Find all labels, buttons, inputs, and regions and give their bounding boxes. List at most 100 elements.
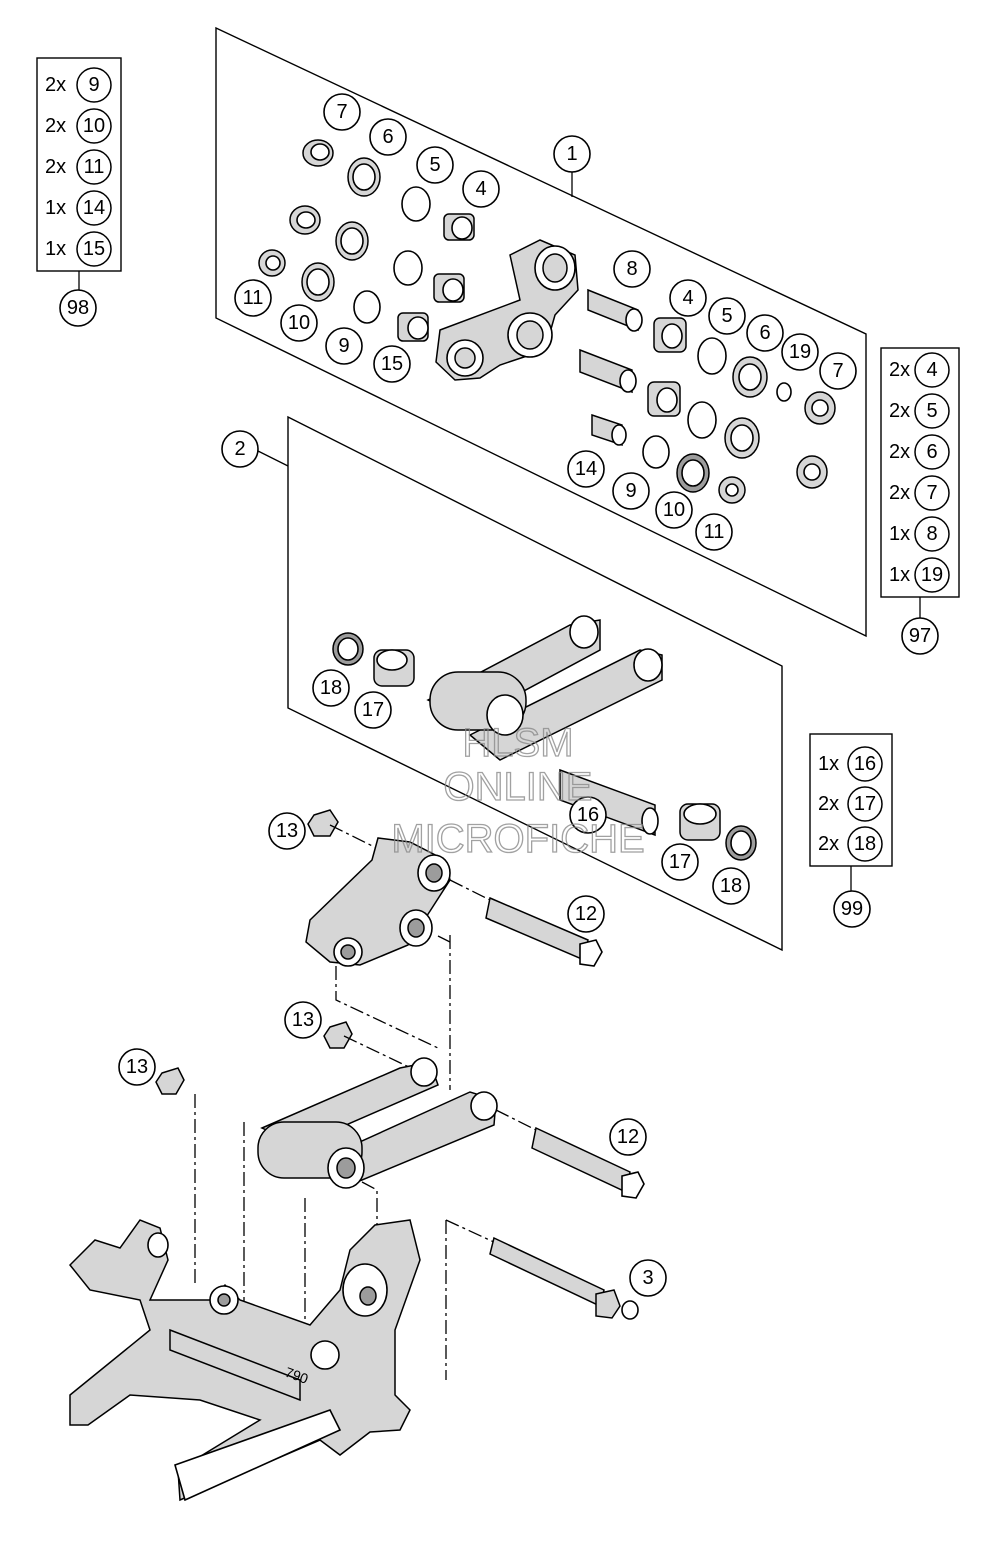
callout-label: 2	[234, 438, 245, 460]
callout-p19: 19	[781, 333, 819, 371]
callout-p12a: 12	[567, 895, 605, 933]
kit-part-number: 14	[83, 197, 105, 219]
callout-label: 3	[642, 1267, 653, 1289]
callout-p17b: 17	[661, 843, 699, 881]
callout-p14: 14	[567, 450, 605, 488]
callout-p13b: 13	[284, 1001, 322, 1039]
callout-label: 17	[362, 699, 384, 721]
callout-label: 19	[789, 341, 811, 363]
callout-p9a: 9	[325, 327, 363, 365]
panel-2-outline	[287, 415, 783, 952]
callout-label: 12	[575, 903, 597, 925]
callout-label: 17	[669, 851, 691, 873]
callout-panel2: 2	[221, 430, 259, 468]
callout-label: 13	[292, 1009, 314, 1031]
kit-part-number: 10	[83, 115, 105, 137]
kit-qty: 1x	[889, 564, 910, 586]
callout-label: 4	[475, 178, 486, 200]
callout-label: 5	[429, 154, 440, 176]
kit-row: 2x 18	[818, 826, 883, 862]
callout-p5b: 5	[708, 297, 746, 335]
callout-label: 4	[682, 287, 693, 309]
kit-part-number: 9	[88, 74, 99, 96]
kit-id: 99	[841, 898, 863, 920]
kit-label-98: 98	[59, 289, 97, 327]
kit-label-99: 99	[833, 890, 871, 928]
callout-label: 7	[336, 101, 347, 123]
kit-qty: 2x	[818, 793, 839, 815]
callout-label: 18	[320, 677, 342, 699]
callout-p5a: 5	[416, 146, 454, 184]
callout-p7a: 7	[323, 93, 361, 131]
callout-label: 14	[575, 458, 597, 480]
kit-qty: 1x	[889, 523, 910, 545]
kit-part-number: 5	[926, 400, 937, 422]
watermark-line-2: ONLINE	[444, 765, 593, 809]
callout-label: 10	[663, 499, 685, 521]
kit-part-number: 7	[926, 482, 937, 504]
callout-p6b: 6	[746, 314, 784, 352]
kit-qty: 2x	[45, 156, 66, 178]
kit-id: 98	[67, 297, 89, 319]
callout-p7b: 7	[819, 352, 857, 390]
callout-p10b: 10	[655, 491, 693, 529]
callout-p4b: 4	[669, 279, 707, 317]
callout-label: 13	[276, 820, 298, 842]
callout-p15: 15	[373, 345, 411, 383]
kit-part-number: 17	[854, 793, 876, 815]
callout-label: 11	[704, 521, 725, 543]
kit-qty: 2x	[818, 833, 839, 855]
callout-p13a: 13	[268, 812, 306, 850]
watermark-line-1: HLSM	[462, 721, 573, 765]
panel-1-parts-right	[579, 288, 836, 504]
kit-part-number: 18	[854, 833, 876, 855]
callout-p12b: 12	[609, 1118, 647, 1156]
callout-label: 8	[626, 258, 637, 280]
callout-label: 16	[577, 804, 599, 826]
callout-label: 13	[126, 1056, 148, 1078]
kit-part-number: 4	[926, 359, 937, 381]
engraving-text: 790	[283, 1364, 311, 1387]
kit-part-number: 11	[84, 156, 105, 178]
callout-p9b: 9	[612, 472, 650, 510]
callout-p11a: 11	[234, 279, 272, 317]
callout-label: 18	[720, 875, 742, 897]
kit-id: 97	[909, 625, 931, 647]
kit-row: 2x 17	[818, 786, 883, 822]
callout-label: 1	[566, 143, 577, 165]
kit-row: 2x 9	[45, 67, 112, 103]
callout-label: 6	[759, 322, 770, 344]
callout-p4a: 4	[462, 170, 500, 208]
kit-qty: 1x	[45, 238, 66, 260]
kit-part-number: 19	[921, 564, 943, 586]
watermark: HLSM ONLINE MICROFICHE	[391, 720, 646, 861]
kit-row: 2x 4	[889, 352, 950, 388]
kit-qty: 2x	[889, 441, 910, 463]
callout-label: 7	[832, 360, 843, 382]
callout-p11b: 11	[695, 513, 733, 551]
panel-1-outline	[215, 26, 867, 638]
callout-label: 9	[338, 335, 349, 357]
callout-p16: 16	[569, 796, 607, 834]
kit-qty: 2x	[889, 359, 910, 381]
callout-layer: 1237654111091584561971491011181716171813…	[118, 93, 857, 1297]
callout-p6a: 6	[369, 118, 407, 156]
callout-p17a: 17	[354, 691, 392, 729]
kit-part-number: 6	[926, 441, 937, 463]
callout-p18b: 18	[712, 867, 750, 905]
kit-qty: 2x	[45, 74, 66, 96]
kit-row: 1x 19	[889, 557, 950, 593]
callout-label: 12	[617, 1126, 639, 1148]
callout-label: 9	[625, 480, 636, 502]
